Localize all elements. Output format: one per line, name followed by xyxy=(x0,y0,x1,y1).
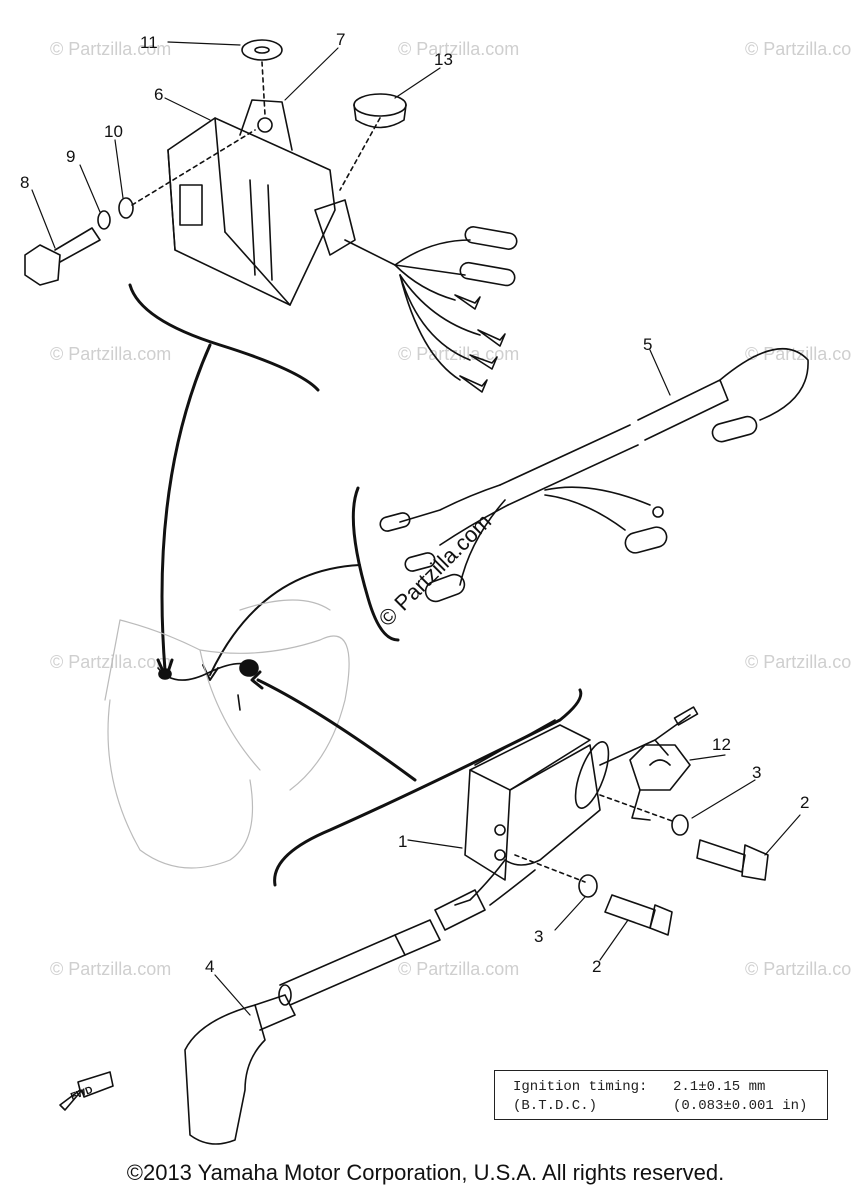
callout-9: 9 xyxy=(66,147,75,166)
spec-label-2: (B.T.D.C.) xyxy=(513,1098,598,1114)
leader-lines xyxy=(31,41,801,1016)
clamp-12 xyxy=(629,744,691,791)
callout-10: 10 xyxy=(104,122,123,141)
watermark-layer: © Partzilla.com © Partzilla.com © Partzi… xyxy=(50,39,851,979)
washer-3-lower xyxy=(578,874,598,898)
watermark: © Partzilla.com xyxy=(745,959,851,979)
callout-1: 1 xyxy=(398,832,407,851)
callout-2: 2 xyxy=(592,957,601,976)
callout-6: 6 xyxy=(154,85,163,104)
diagram-canvas: © Partzilla.com © Partzilla.com © Partzi… xyxy=(20,30,851,1145)
washer-10 xyxy=(118,197,134,219)
ht-lead xyxy=(278,889,486,1006)
watermark: © Partzilla.com xyxy=(745,344,851,364)
watermark: © Partzilla.com xyxy=(50,652,171,672)
watermark: © Partzilla.com xyxy=(745,39,851,59)
fwd-arrow-icon xyxy=(59,1071,114,1111)
fwd-label: FWD xyxy=(69,1085,94,1103)
bracket-upper xyxy=(128,283,320,392)
bolt-8 xyxy=(24,227,101,286)
callout-3: 3 xyxy=(534,927,543,946)
callout-7: 7 xyxy=(336,30,345,49)
watermark: © Partzilla.com xyxy=(50,39,171,59)
callout-8: 8 xyxy=(20,173,29,192)
callout-4: 4 xyxy=(205,957,214,976)
watermark: © Partzilla.com xyxy=(50,344,171,364)
cdi-unit xyxy=(167,99,356,306)
bolt-2-lower xyxy=(604,894,673,936)
bracket-harness xyxy=(351,486,400,642)
cdi-wiring xyxy=(344,226,518,393)
watermark: © Partzilla.com xyxy=(398,959,519,979)
grommet-13 xyxy=(353,93,407,129)
spec-value-1: 2.1±0.15 mm xyxy=(673,1079,766,1095)
wiring-harness xyxy=(379,347,809,603)
callout-3: 3 xyxy=(752,763,761,782)
watermark: © Partzilla.com xyxy=(50,959,171,979)
copyright-notice: ©2013 Yamaha Motor Corporation, U.S.A. A… xyxy=(126,1160,725,1185)
callout-labels: 1 2 2 3 3 4 5 6 7 8 9 10 11 12 13 xyxy=(20,30,809,976)
bracket-lower xyxy=(273,688,583,887)
watermark: © Partzilla.com xyxy=(398,39,519,59)
ignition-coil xyxy=(454,706,699,906)
grommet-11 xyxy=(241,39,283,61)
callout-12: 12 xyxy=(712,735,731,754)
plug-cap-4 xyxy=(184,994,296,1145)
callout-5: 5 xyxy=(643,335,652,354)
callout-2: 2 xyxy=(800,793,809,812)
bolt-2-upper xyxy=(696,839,769,881)
watermark: © Partzilla.com xyxy=(745,652,851,672)
washer-3-upper xyxy=(671,814,689,836)
ignition-timing-box: Ignition timing: 2.1±0.15 mm (B.T.D.C.) … xyxy=(494,1070,828,1120)
arrow-coil xyxy=(256,678,417,782)
arrow-cdi xyxy=(160,343,212,672)
spec-value-2: (0.083±0.001 in) xyxy=(673,1098,808,1114)
spec-label-1: Ignition timing: xyxy=(513,1079,648,1095)
callout-11: 11 xyxy=(140,33,158,52)
washer-9 xyxy=(97,210,111,230)
callout-13: 13 xyxy=(434,50,453,69)
motorcycle-outline xyxy=(104,599,350,869)
